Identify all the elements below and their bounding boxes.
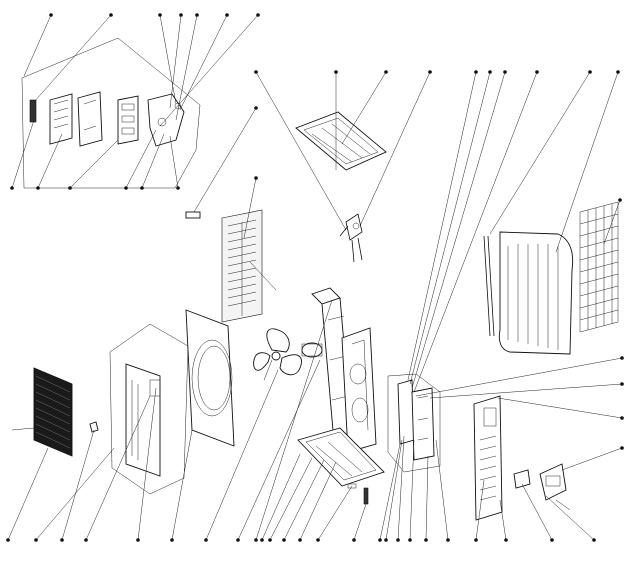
fan-blade-part bbox=[253, 328, 302, 376]
valve-pipe-assembly bbox=[339, 213, 363, 263]
callout-markers bbox=[6, 13, 624, 542]
handle-part bbox=[513, 469, 531, 489]
callout-marker-bottom bbox=[6, 538, 596, 542]
terminal-block-part bbox=[117, 95, 139, 145]
callout-marker-mid bbox=[10, 106, 622, 202]
compressor-assembly bbox=[341, 327, 377, 453]
electrical-box-group bbox=[21, 37, 201, 189]
fan-shroud-part bbox=[185, 309, 235, 447]
callout-marker-right bbox=[620, 356, 624, 450]
front-grille-part bbox=[33, 367, 73, 457]
top-cover-part bbox=[295, 111, 387, 171]
valve-panel-group bbox=[387, 373, 441, 473]
small-clip-part bbox=[89, 421, 99, 433]
condenser-coil-part bbox=[483, 231, 574, 355]
leader-lines bbox=[7, 14, 623, 541]
group-outline bbox=[21, 37, 201, 189]
front-panel-group bbox=[109, 323, 189, 495]
drain-plug-part bbox=[363, 487, 369, 505]
right-side-panel-part bbox=[473, 395, 503, 521]
small-label-plate bbox=[185, 211, 201, 219]
callout-marker-top bbox=[49, 13, 620, 74]
heatsink-part bbox=[29, 99, 37, 123]
side-grille-part bbox=[221, 209, 263, 323]
pcb-board-part bbox=[49, 93, 73, 145]
control-cover-part bbox=[147, 93, 185, 147]
valve-cover-part bbox=[539, 463, 567, 501]
base-pan-part bbox=[297, 427, 385, 487]
rear-wire-guard-part bbox=[579, 201, 619, 333]
foot-part bbox=[347, 483, 357, 489]
fan-motor-part bbox=[301, 342, 323, 358]
bracket-part bbox=[77, 91, 103, 147]
